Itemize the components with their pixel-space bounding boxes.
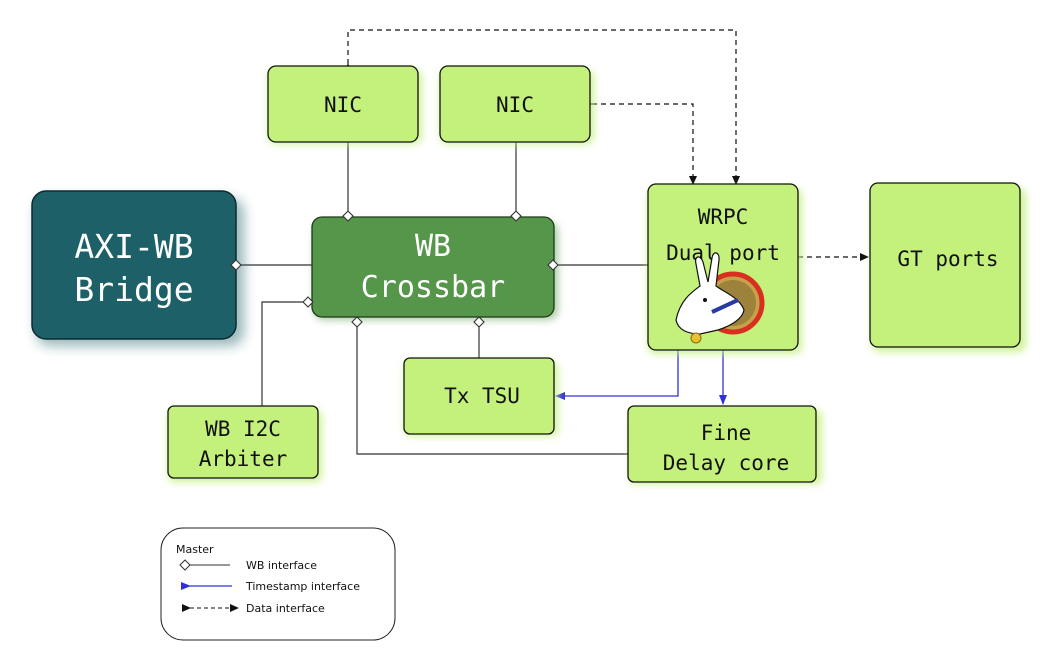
master-diamond-nic-left [342,210,354,222]
legend-master-label: Master [176,543,214,556]
tx-tsu-label: Tx TSU [444,384,520,408]
fine-delay-box [627,405,817,483]
i2c-arbiter-line1: WB I2C [205,417,281,441]
timestamp-link-txtsu [555,350,679,400]
legend: Master WB interface Timestamp interface … [160,527,396,641]
legend-box [160,527,396,641]
tx-tsu-box [403,357,555,435]
data-connections [344,29,869,261]
data-link-nic-left-wrpc [344,29,740,185]
wrpc-line1: WRPC [698,205,749,229]
master-diamond-crossbar-finedelay [351,316,363,328]
axi-wb-bridge-block: AXI-WB Bridge [31,190,244,346]
wb-crossbar-line1: WB [415,229,451,264]
i2c-arbiter-box [167,405,319,479]
timestamp-connections [555,350,727,405]
legend-wb-interface: WB interface [246,559,317,572]
fine-delay-line2: Delay core [663,451,789,475]
gt-ports-label: GT ports [897,247,998,271]
legend-master-diamond [179,559,191,571]
fine-delay-block: Fine Delay core [627,405,822,484]
wb-crossbar-block: WB Crossbar [311,216,558,320]
gt-ports-box [869,182,1021,348]
gt-ports-block: GT ports [869,182,1026,352]
master-diamond-nic-right [510,210,522,222]
axi-wb-bridge-line1: AXI-WB [74,227,193,266]
master-markers [230,210,559,328]
nic-left-label: NIC [324,93,362,117]
nic-left-box [267,65,419,143]
wrpc-line2: Dual port [666,241,780,265]
nic-right-box [439,65,591,143]
white-rabbit-logo-icon [675,252,765,344]
master-diamond-crossbar-txtsu [473,316,485,328]
tx-tsu-block: Tx TSU [403,357,558,436]
wb-link-finedelay [356,326,628,455]
wrpc-block: WRPC Dual port [647,183,802,354]
legend-timestamp-interface: Timestamp interface [245,580,360,593]
axi-wb-bridge-line2: Bridge [74,270,193,309]
i2c-arbiter-line2: Arbiter [199,447,288,471]
master-diamond-bridge [230,259,242,271]
data-link-nic-right-wrpc [584,100,697,185]
wb-link-i2c [261,301,308,406]
i2c-arbiter-block: WB I2C Arbiter [167,405,322,482]
nic-right-block: NIC [439,65,594,144]
legend-data-interface: Data interface [246,602,325,615]
nic-right-label: NIC [496,93,534,117]
master-diamond-crossbar-wrpc [547,259,559,271]
fine-delay-line1: Fine [701,421,752,445]
master-diamond-crossbar-i2c [302,296,314,308]
nic-left-block: NIC [267,65,422,144]
wb-crossbar-line2: Crossbar [361,270,506,305]
